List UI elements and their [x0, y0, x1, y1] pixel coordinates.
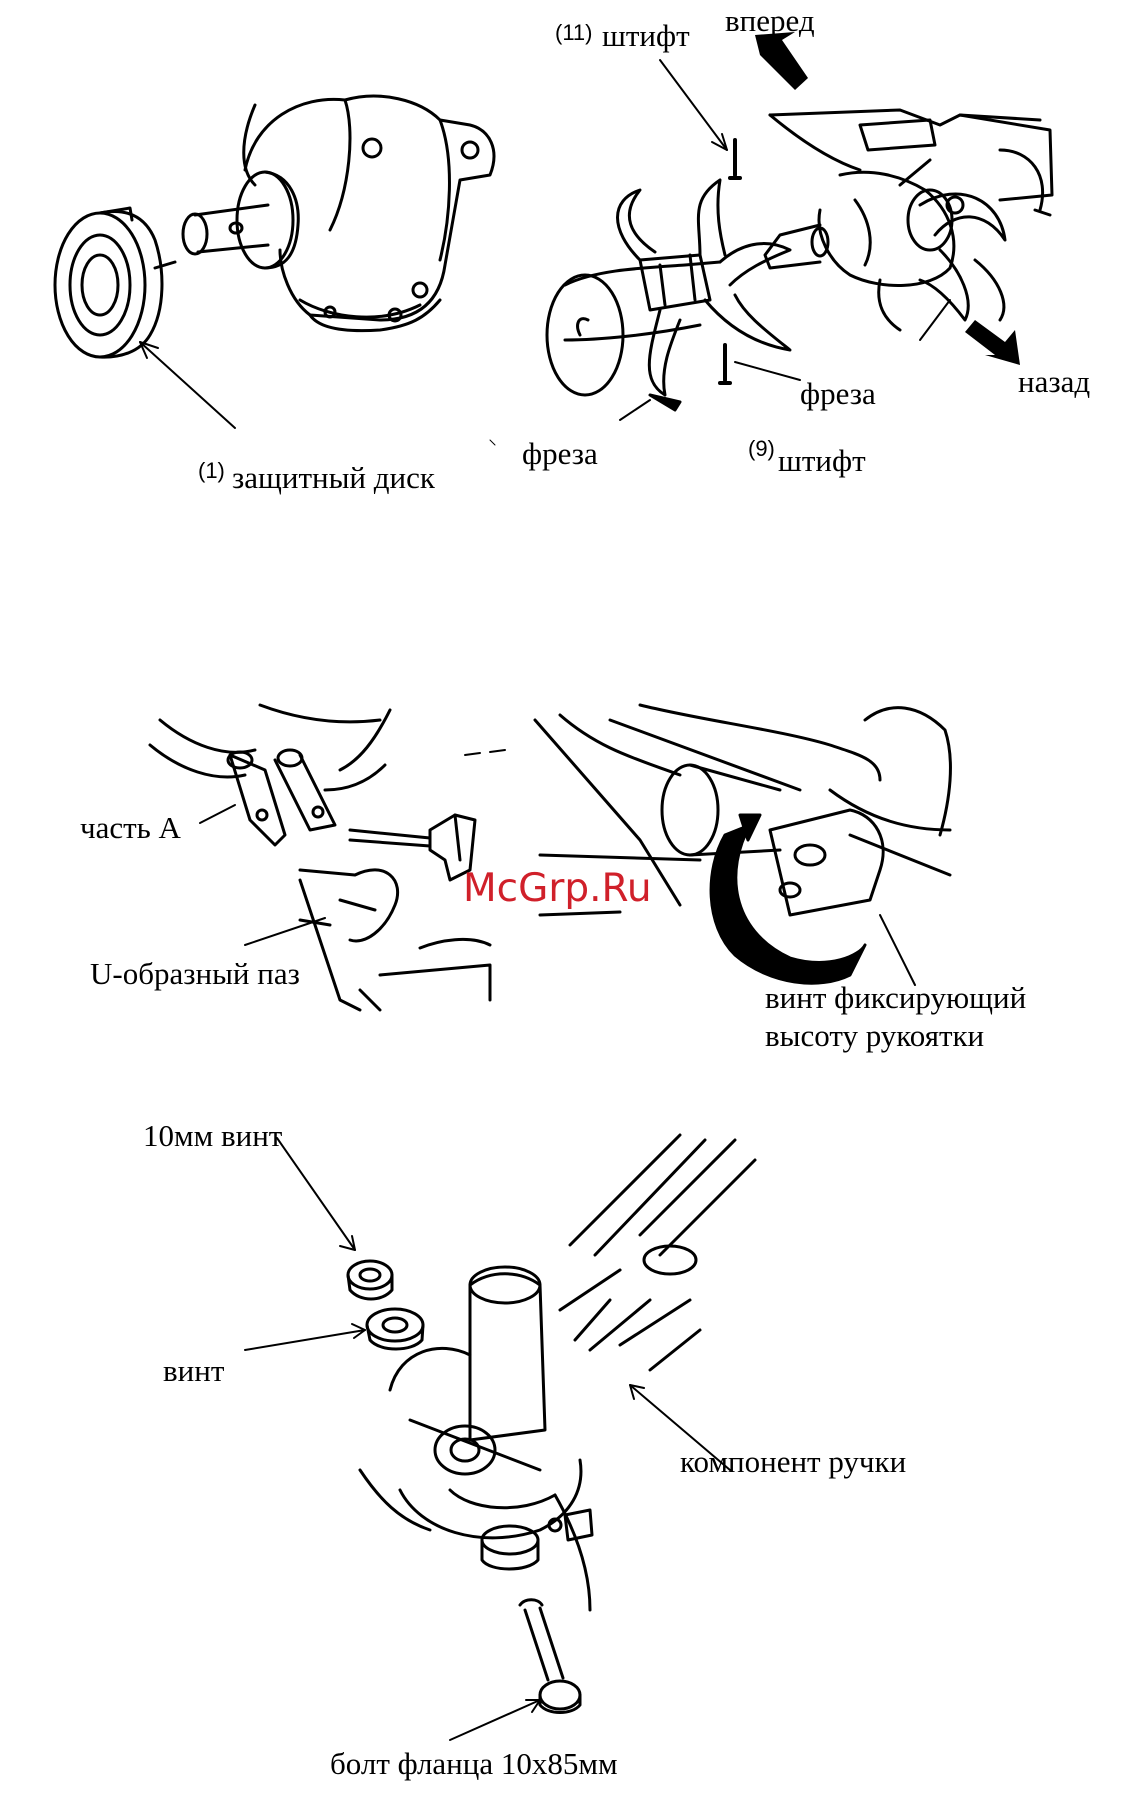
disc-callout-number: (1): [198, 460, 225, 482]
pin11-callout-number: (11): [555, 22, 593, 44]
figure4-handle-screw-drawing: [535, 705, 950, 985]
u-slot-label: U-образный паз: [90, 958, 300, 989]
figure3-handle-drawing: [150, 440, 505, 1010]
height-screw-label-line2: высоту рукоятки: [765, 1020, 984, 1051]
protective-disc-label: защитный диск: [232, 462, 435, 493]
handle-component-label: компонент ручки: [680, 1446, 906, 1477]
figure2-tiller-drawing: [547, 32, 1052, 420]
height-screw-label-line1: винт фиксирующий: [765, 982, 1026, 1013]
part-a-label: часть A: [80, 812, 181, 843]
figure5-handle-bolt-drawing: [245, 1135, 755, 1740]
screw-label: винт: [163, 1355, 224, 1386]
tiller-right-label: фреза: [800, 378, 876, 409]
screw-10mm-label: 10мм винт: [143, 1120, 282, 1151]
pin9-callout-number: (9): [748, 438, 775, 460]
figure1-gearbox-drawing: [55, 96, 494, 428]
backward-direction-label: назад: [1018, 366, 1090, 397]
pin11-label: штифт: [602, 20, 690, 51]
tiller-left-label: фреза: [522, 438, 598, 469]
flange-bolt-label: болт фланца 10x85мм: [330, 1748, 618, 1779]
site-watermark: McGrp.Ru: [463, 866, 652, 911]
forward-direction-label: вперед: [725, 5, 815, 36]
pin9-label: штифт: [778, 445, 866, 476]
